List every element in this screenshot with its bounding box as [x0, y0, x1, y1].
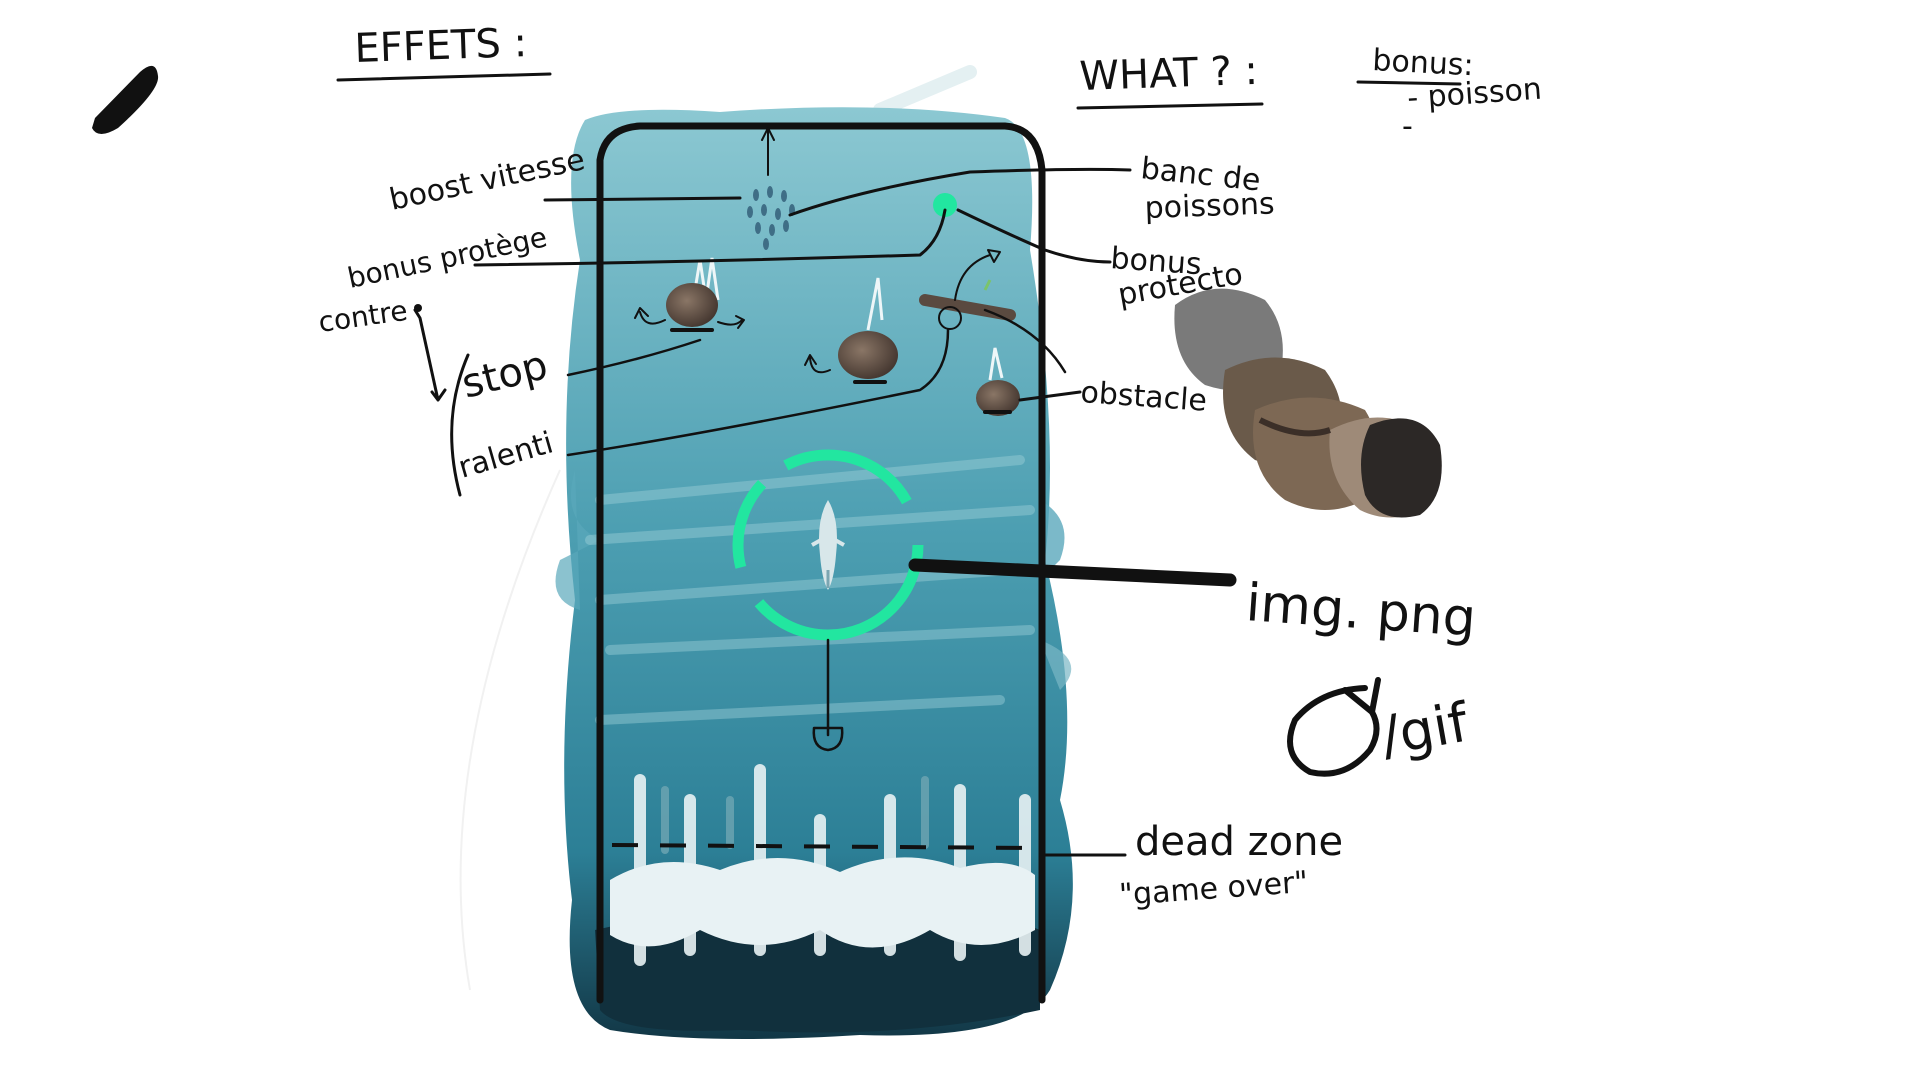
- label-poissons: poissons: [1144, 186, 1275, 226]
- bonus-item-empty: -: [1402, 109, 1413, 144]
- label-gif: /gif: [1376, 690, 1474, 767]
- label-stop: stop: [457, 342, 552, 408]
- phone-frame: [596, 122, 1046, 1004]
- annotation-lines: [413, 167, 1237, 857]
- pen-tool-icon[interactable]: [92, 65, 159, 134]
- background-scribbles: [459, 65, 977, 991]
- log-obstacle-icon[interactable]: [919, 249, 1016, 330]
- heading-bonus: bonus:: [1372, 43, 1475, 83]
- label-bonus-protege: bonus protège: [345, 220, 550, 294]
- label-ralenti: ralenti: [455, 425, 558, 485]
- heading-effets: EFFETS :: [354, 20, 528, 72]
- color-swatch-stack: [1174, 288, 1442, 518]
- label-dead-zone: dead zone: [1135, 819, 1343, 865]
- label-game-over: "game over": [1118, 865, 1309, 913]
- shark-player-icon[interactable]: [732, 449, 924, 752]
- label-contre: contre: [316, 294, 409, 339]
- rock-obstacle-icon[interactable]: [634, 257, 745, 332]
- label-boost-vitesse: boost vitesse: [386, 142, 588, 218]
- rock-obstacle-icon[interactable]: [976, 347, 1020, 416]
- dead-zone-waves: [610, 764, 1039, 966]
- protect-bonus-icon[interactable]: [933, 193, 957, 217]
- rock-obstacle-icon[interactable]: [804, 277, 898, 384]
- heading-underlines: [336, 72, 1462, 110]
- heading-what: WHAT ? :: [1079, 48, 1259, 100]
- refresh-loop-icon[interactable]: [1287, 677, 1381, 777]
- label-img-png: img. png: [1244, 573, 1478, 649]
- label-obstacle: obstacle: [1079, 375, 1208, 419]
- label-bonus: bonus: [1109, 241, 1202, 282]
